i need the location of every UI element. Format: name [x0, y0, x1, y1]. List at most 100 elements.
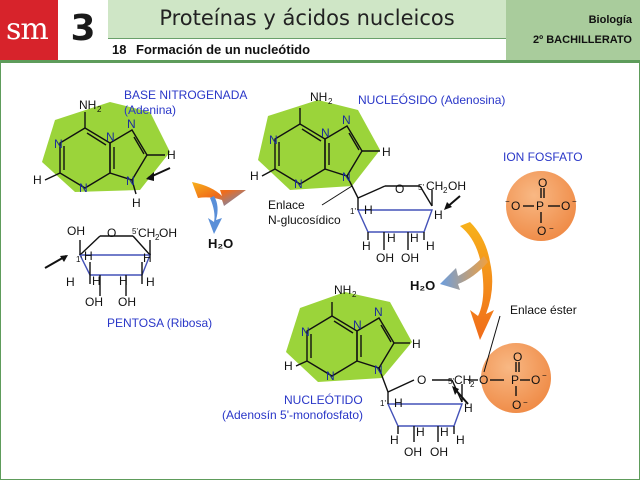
svg-text:O: O — [513, 350, 522, 364]
header-divider — [0, 60, 640, 63]
svg-text:N: N — [79, 181, 88, 195]
svg-text:H: H — [362, 239, 371, 253]
section-number: 18 — [112, 42, 127, 57]
svg-text:H: H — [456, 433, 465, 447]
svg-text:NH: NH — [79, 98, 96, 112]
svg-text:2: 2 — [155, 233, 160, 242]
glycosidic-label-2: N-glucosídico — [268, 213, 341, 227]
svg-text:H: H — [33, 173, 42, 187]
section-bar: 18 Formación de un nucleótido — [108, 38, 506, 61]
svg-text:OH: OH — [118, 295, 136, 309]
svg-text:H: H — [119, 274, 128, 288]
reaction-arrow-1 — [192, 182, 246, 234]
svg-text:2: 2 — [443, 186, 448, 195]
svg-text:N: N — [374, 363, 383, 377]
svg-text:CH: CH — [426, 179, 443, 193]
svg-text:N: N — [269, 133, 278, 147]
svg-text:OH: OH — [159, 226, 177, 240]
svg-text:2: 2 — [97, 105, 102, 114]
svg-text:H: H — [146, 275, 155, 289]
base-subtitle-label: (Adenina) — [124, 103, 177, 117]
svg-text:H: H — [167, 148, 176, 162]
svg-text:NH: NH — [334, 283, 351, 297]
svg-text:H: H — [284, 359, 293, 373]
page-title: Proteínas y ácidos nucleicos — [159, 6, 455, 30]
svg-text:H: H — [412, 337, 421, 351]
ester-leader-line — [483, 315, 501, 373]
svg-text:1': 1' — [350, 207, 356, 216]
svg-text:2: 2 — [328, 97, 333, 106]
svg-text:O: O — [395, 182, 404, 196]
svg-text:H: H — [416, 425, 425, 439]
pentose-label: PENTOSA (Ribosa) — [107, 316, 213, 330]
svg-text:O: O — [511, 199, 520, 213]
svg-text:H: H — [84, 249, 93, 263]
svg-text:OH: OH — [85, 295, 103, 309]
phosphate-group — [481, 343, 551, 413]
svg-text:H: H — [66, 275, 75, 289]
svg-text:CH: CH — [454, 373, 471, 387]
svg-text:O: O — [512, 398, 521, 412]
svg-text:H: H — [426, 239, 435, 253]
unit-box: 3 — [58, 0, 109, 60]
svg-text:N: N — [294, 177, 303, 191]
svg-text:5': 5' — [132, 227, 138, 236]
svg-text:5': 5' — [418, 183, 424, 192]
water-label-2: H₂O — [410, 278, 436, 293]
svg-text:H: H — [434, 208, 443, 222]
course-box: Biología 2º BACHILLERATO — [506, 0, 640, 60]
svg-text:H: H — [92, 274, 101, 288]
nucleoside-label: NUCLEÓSIDO (Adenosina) — [358, 93, 506, 107]
svg-text:−: − — [549, 224, 554, 233]
svg-text:O: O — [417, 373, 426, 387]
svg-text:N: N — [342, 113, 351, 127]
svg-text:O: O — [479, 373, 488, 387]
svg-text:N: N — [126, 174, 135, 188]
svg-text:O: O — [538, 176, 547, 190]
nucleotide-label: NUCLEÓTIDO — [284, 393, 363, 407]
svg-text:N: N — [321, 126, 330, 140]
nucleotide-subtitle-label: (Adenosín 5'-monofosfato) — [222, 408, 364, 422]
svg-text:H: H — [382, 145, 391, 159]
glycosidic-label-1: Enlace — [268, 198, 305, 212]
phosphate-ion: O P O − O − O − — [505, 171, 577, 241]
svg-text:CH: CH — [138, 226, 155, 240]
svg-text:P: P — [511, 373, 519, 387]
svg-text:H: H — [250, 169, 259, 183]
svg-text:O: O — [537, 224, 546, 238]
svg-text:O: O — [107, 226, 116, 240]
svg-text:OH: OH — [448, 179, 466, 193]
svg-text:−: − — [572, 197, 577, 206]
logo-text: sm — [6, 12, 49, 47]
svg-text:5': 5' — [448, 377, 454, 386]
svg-text:−: − — [542, 371, 547, 380]
svg-text:−: − — [505, 197, 510, 206]
svg-text:1': 1' — [76, 255, 82, 264]
svg-text:OH: OH — [376, 251, 394, 265]
course-label: 2º BACHILLERATO — [533, 34, 632, 46]
svg-text:H: H — [387, 231, 396, 245]
reaction-arrow-2 — [440, 222, 494, 340]
water-label-1: H₂O — [208, 236, 234, 251]
glycosidic-leader-line — [321, 185, 353, 206]
svg-text:H: H — [390, 433, 399, 447]
svg-text:H: H — [464, 401, 473, 415]
svg-text:N: N — [342, 170, 351, 184]
svg-text:N: N — [374, 305, 383, 319]
ester-label: Enlace éster — [510, 303, 577, 317]
svg-text:N: N — [353, 318, 362, 332]
publisher-logo: sm — [0, 0, 58, 60]
svg-text:N: N — [106, 130, 115, 144]
svg-text:−: − — [523, 398, 528, 407]
svg-text:H: H — [143, 251, 152, 265]
svg-text:2: 2 — [352, 290, 357, 299]
svg-text:P: P — [536, 199, 544, 213]
svg-text:OH: OH — [430, 445, 448, 459]
svg-text:H: H — [440, 425, 449, 439]
base-title-label: BASE NITROGENADA — [124, 88, 248, 102]
